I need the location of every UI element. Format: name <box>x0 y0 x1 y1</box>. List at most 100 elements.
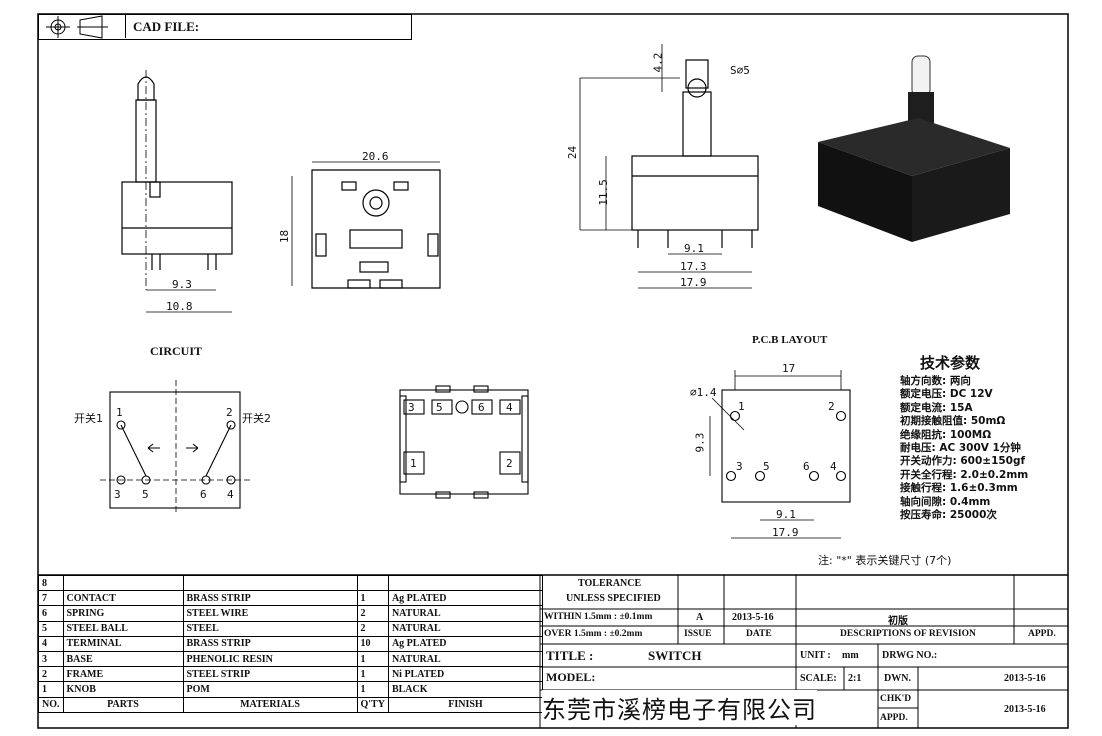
bom-no: 7 <box>38 590 64 607</box>
bom-no: 4 <box>38 635 64 652</box>
unit-value: mm <box>842 650 859 661</box>
bom-header-materials: MATERIALS <box>182 696 358 713</box>
cad-file-header: CAD FILE: <box>38 14 412 40</box>
bom-part: TERMINAL <box>62 635 184 652</box>
bom-no: 1 <box>38 681 64 698</box>
side-view <box>121 70 233 313</box>
bom-header-finish: FINISH <box>387 696 543 713</box>
appd-header: APPD. <box>1028 629 1056 639</box>
drawn-date: 2013-5-16 <box>1004 673 1046 684</box>
bom-material: POM <box>182 681 358 698</box>
bottom-mark-2: 2 <box>506 457 513 470</box>
bom-material: PHENOLIC RESIN <box>182 650 358 668</box>
bom-qty <box>356 574 389 592</box>
date-header: DATE <box>746 629 772 639</box>
bom-finish: NATURAL <box>387 620 543 637</box>
approved-label: APPD. <box>880 713 908 723</box>
revision-description: 初版 <box>888 616 908 627</box>
bom-part: STEEL BALL <box>62 620 184 637</box>
title-value: SWITCH <box>648 648 702 663</box>
drawing-number-label: DRWG NO.: <box>882 650 938 661</box>
bottom-mark-6: 6 <box>478 401 485 414</box>
spec-row: 开关动作力: 600±150gf <box>900 455 1026 468</box>
company-name: 东莞市溪榜电子有限公司 <box>542 690 817 725</box>
pcb-dim-17-9: 17.9 <box>772 526 799 539</box>
bottom-mark-3: 3 <box>408 401 415 414</box>
pcb-pin-6: 6 <box>803 460 810 473</box>
bom-part: CONTACT <box>62 590 184 607</box>
title-label: TITLE : <box>546 648 594 663</box>
bom-qty: 2 <box>356 620 389 637</box>
bom-part: BASE <box>62 650 184 668</box>
issue-value: A <box>696 612 704 623</box>
circuit-pin-6: 6 <box>200 488 207 501</box>
side-dim-10-8: 10.8 <box>166 300 193 313</box>
bom-material <box>182 574 358 592</box>
pcb-layout <box>709 370 851 539</box>
spec-row: 接触行程: 1.6±0.3mm <box>900 482 1018 495</box>
unless-specified-label: UNLESS SPECIFIED <box>566 593 661 604</box>
bottom-mark-5: 5 <box>436 401 443 414</box>
bom-qty: 1 <box>356 681 389 698</box>
descriptions-header: DESCRIPTIONS OF REVISION <box>840 629 976 639</box>
cad-file-label: CAD FILE: <box>133 19 200 34</box>
unit-label: UNIT : <box>800 650 831 661</box>
switch2-label: 开关2 <box>242 412 271 425</box>
top-view <box>291 161 441 289</box>
bom-finish: NATURAL <box>387 605 543 622</box>
scale-label: SCALE: <box>800 673 837 684</box>
drawn-label: DWN. <box>884 673 911 684</box>
tolerance-within: WITHIN 1.5mm : ±0.1mm <box>544 612 653 622</box>
top-dim-20-6: 20.6 <box>362 150 389 163</box>
bom-material: STEEL STRIP <box>182 666 358 683</box>
bom-finish: NATURAL <box>387 650 543 668</box>
bom-material: BRASS STRIP <box>182 635 358 652</box>
pcb-pin-2: 2 <box>828 400 835 413</box>
checked-label: CHK'D <box>880 694 912 704</box>
bom-part <box>62 574 184 592</box>
bom-qty: 10 <box>356 635 389 652</box>
bom-part: SPRING <box>62 605 184 622</box>
bottom-mark-1: 1 <box>410 457 417 470</box>
front-dim-24: 24 <box>566 145 580 160</box>
circuit-pin-3: 3 <box>114 488 121 501</box>
bom-part: FRAME <box>62 666 184 683</box>
top-dim-18: 18 <box>278 229 292 244</box>
circuit-diagram <box>100 380 250 512</box>
revision-date: 2013-5-16 <box>732 612 774 623</box>
issue-header: ISSUE <box>684 629 712 639</box>
bom-qty: 1 <box>356 650 389 668</box>
tolerance-label: TOLERANCE <box>578 578 642 589</box>
pcb-dim-9-1: 9.1 <box>776 508 796 521</box>
pcb-dim-hole: ∅1.4 <box>690 386 717 399</box>
table-row: 8 <box>38 574 543 592</box>
circuit-title: CIRCUIT <box>150 344 203 358</box>
bom-finish: Ag PLATED <box>387 635 543 652</box>
front-dim-17-3: 17.3 <box>680 260 707 273</box>
spec-row: 耐电压: AC 300V 1分钟 <box>900 442 1021 455</box>
bom-header-parts: PARTS <box>62 696 184 713</box>
front-view <box>579 44 759 289</box>
side-dim-9-3: 9.3 <box>172 278 192 291</box>
circuit-pin-4: 4 <box>227 488 234 501</box>
bom-material: STEEL WIRE <box>182 605 358 622</box>
pcb-dim-9-3: 9.3 <box>693 432 707 453</box>
bom-header-no: NO. <box>38 696 64 713</box>
spec-row: 额定电流: 15A <box>900 401 973 414</box>
pcb-pin-4: 4 <box>830 460 837 473</box>
pcb-pin-1: 1 <box>738 400 745 413</box>
spec-row: 按压寿命: 25000次 <box>900 509 997 522</box>
spec-row: 额定电压: DC 12V <box>900 388 993 401</box>
bom-no: 5 <box>38 620 64 637</box>
spec-row: 轴向间隙: 0.4mm <box>900 495 991 508</box>
spec-row: 初期接触阻值: 50mΩ <box>900 415 1006 428</box>
front-dim-17-9: 17.9 <box>680 276 707 289</box>
